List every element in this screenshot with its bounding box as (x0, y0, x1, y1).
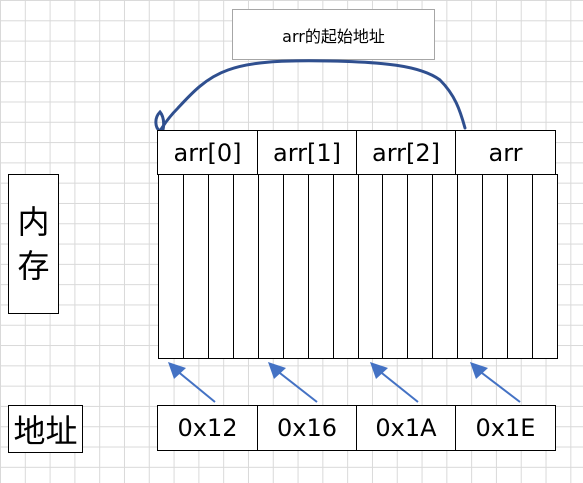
memory-byte (159, 175, 184, 358)
callout-text: arr的起始地址 (282, 26, 385, 46)
element-label: arr[2] (371, 138, 440, 167)
address-value: 0x1A (375, 414, 437, 442)
address-value: 0x12 (177, 414, 238, 442)
address-value: 0x1E (475, 414, 536, 442)
memory-byte (334, 175, 359, 358)
memory-byte (184, 175, 209, 358)
memory-byte (284, 175, 309, 358)
memory-label: 内 存 (8, 174, 59, 314)
address-label-text: 地址 (13, 412, 78, 450)
memory-label-line: 内 (17, 203, 50, 241)
element-label-cell: arr (455, 130, 556, 175)
memory-byte (483, 175, 509, 358)
start-address-callout: arr的起始地址 (232, 9, 435, 60)
memory-byte (458, 175, 484, 358)
memory-byte (359, 175, 384, 358)
element-labels-row: arr[0] arr[1] arr[2] arr (157, 130, 558, 175)
element-label: arr[0] (173, 138, 242, 167)
memory-byte (533, 175, 557, 358)
element-label-cell: arr[2] (356, 130, 456, 175)
memory-byte (408, 175, 434, 358)
address-row: 0x12 0x16 0x1A 0x1E (157, 405, 558, 451)
memory-byte (309, 175, 334, 358)
memory-block (158, 174, 558, 359)
memory-byte (234, 175, 259, 358)
memory-byte (508, 175, 534, 358)
memory-label-line: 存 (17, 247, 50, 285)
address-cell: 0x12 (157, 405, 258, 451)
element-label-cell: arr[1] (257, 130, 357, 175)
memory-byte (209, 175, 234, 358)
element-label: arr (488, 138, 523, 167)
address-cell: 0x1E (455, 405, 556, 451)
element-label-cell: arr[0] (157, 130, 258, 175)
memory-byte (259, 175, 284, 358)
address-label: 地址 (8, 405, 83, 453)
address-value: 0x16 (276, 414, 337, 442)
element-label: arr[1] (272, 138, 341, 167)
memory-byte (383, 175, 409, 358)
address-cell: 0x16 (257, 405, 357, 451)
memory-byte (433, 175, 459, 358)
address-cell: 0x1A (356, 405, 456, 451)
